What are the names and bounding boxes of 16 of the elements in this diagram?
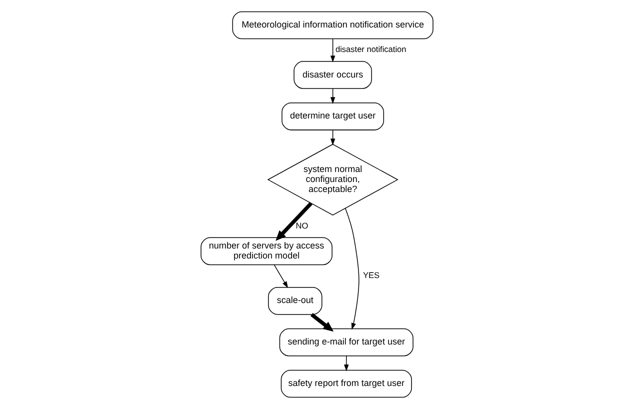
- node-box: scale-out: [268, 286, 322, 315]
- arrow: [273, 264, 288, 288]
- edge-label: YES: [362, 271, 380, 280]
- node-diamond: system normal configuration, acceptable?: [266, 144, 398, 216]
- node-box: safety report from target user: [280, 370, 412, 398]
- node-box: disaster occurs: [293, 61, 372, 89]
- edge-label: disaster notification: [334, 45, 406, 54]
- edge-label: NO: [295, 221, 308, 230]
- node-box: determine target user: [281, 102, 384, 130]
- arrow: [344, 208, 359, 330]
- node-box: sending e-mail for target user: [278, 328, 413, 356]
- node-box: number of servers by access prediction model: [200, 237, 332, 266]
- node-box: Meteorological information notification service: [232, 11, 433, 40]
- arrow: [275, 202, 312, 241]
- arrow: [310, 313, 334, 332]
- arrow: [330, 38, 335, 62]
